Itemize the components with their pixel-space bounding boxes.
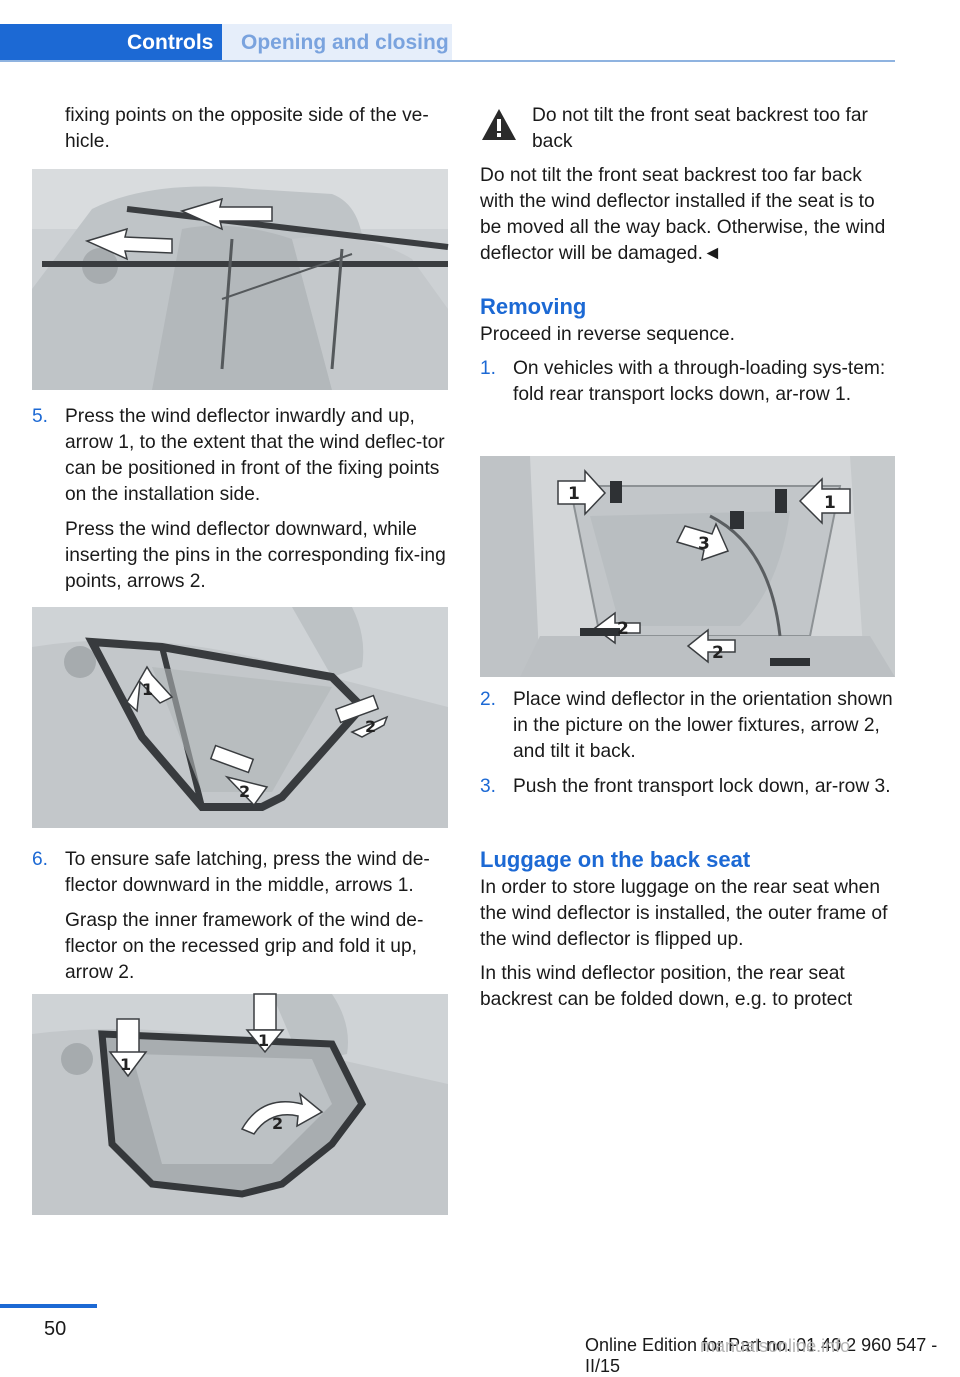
step-6-number: 6. (32, 849, 49, 870)
warning-triangle-icon (482, 109, 516, 140)
removing-step-1-number: 1. (480, 358, 497, 379)
footer-accent-bar (0, 1304, 97, 1308)
removing-steps-continued: 2. Place wind deflector in the orientati… (480, 687, 895, 809)
fig2-label-2b: 2 (239, 782, 250, 801)
fig4-label-2a: 2 (617, 619, 629, 639)
luggage-paragraph-1: In order to store luggage on the rear se… (480, 877, 888, 950)
fig4-label-1b: 1 (824, 493, 836, 513)
removing-step-3-text: Push the front transport lock down, ar‐r… (513, 776, 891, 797)
warning-text: Do not tilt the front seat backrest too … (480, 165, 886, 264)
fig3-label-2: 2 (272, 1114, 283, 1133)
step-6-text-2: Grasp the inner framework of the wind de… (65, 910, 424, 983)
fig4-label-2b: 2 (712, 643, 724, 663)
figure-deflector-latching: 1 1 2 (32, 993, 448, 1215)
page-number: 50 (44, 1318, 67, 1340)
step-5-text-2: Press the wind deflector downward, while… (65, 519, 446, 592)
figure-transport-locks: 1 1 3 2 2 (480, 456, 895, 677)
removing-step-3-number: 3. (480, 776, 497, 797)
watermark: manualsonline.info (700, 1336, 851, 1356)
figure-deflector-fixing-points (32, 169, 449, 390)
step-6: 6. To ensure safe latching, press the wi… (32, 847, 448, 995)
removing-intro: Proceed in reverse sequence. (480, 324, 735, 345)
removing-step-2-text: Place wind deflector in the orientation … (513, 689, 893, 762)
edition-text: Online Edition for Part no. 01 40 2 960 … (585, 1335, 938, 1376)
warning-title: Do not tilt the front seat backrest too … (532, 105, 868, 152)
luggage-section: Luggage on the back seat In order to sto… (480, 845, 895, 1021)
header-divider (0, 60, 895, 62)
step-5-number: 5. (32, 406, 49, 427)
fig3-label-1a: 1 (120, 1055, 131, 1074)
removing-heading: Removing (480, 294, 587, 319)
fig2-label-2a: 2 (365, 717, 376, 736)
tab-controls[interactable]: Controls (0, 24, 222, 62)
removing-section: Removing Proceed in reverse sequence. 1.… (480, 292, 895, 417)
figure-deflector-installation: 1 2 2 (32, 607, 448, 828)
removing-step-1-text: On vehicles with a through-loading sys‐t… (513, 358, 886, 405)
fig2-label-1: 1 (142, 680, 153, 699)
luggage-heading: Luggage on the back seat (480, 847, 751, 872)
step-5: 5. Press the wind deflector inwardly and… (32, 404, 448, 604)
fig3-label-1b: 1 (258, 1031, 269, 1050)
header: Controls Opening and closing (0, 24, 895, 62)
step-6-text-1: To ensure safe latching, press the wind … (65, 849, 430, 896)
fig4-label-3: 3 (698, 534, 710, 554)
fig4-label-1a: 1 (568, 484, 580, 504)
step-5-text-1: Press the wind deflector inwardly and up… (65, 406, 445, 505)
luggage-paragraph-2: In this wind deflector position, the rea… (480, 963, 853, 1010)
tab-opening-and-closing[interactable]: Opening and closing (222, 24, 452, 60)
warning-block: Do not tilt the front seat backrest too … (480, 103, 895, 275)
left-intro: fixing points on the opposite side of th… (32, 103, 448, 163)
removing-step-2-number: 2. (480, 689, 497, 710)
intro-text: fixing points on the opposite side of th… (65, 105, 429, 152)
